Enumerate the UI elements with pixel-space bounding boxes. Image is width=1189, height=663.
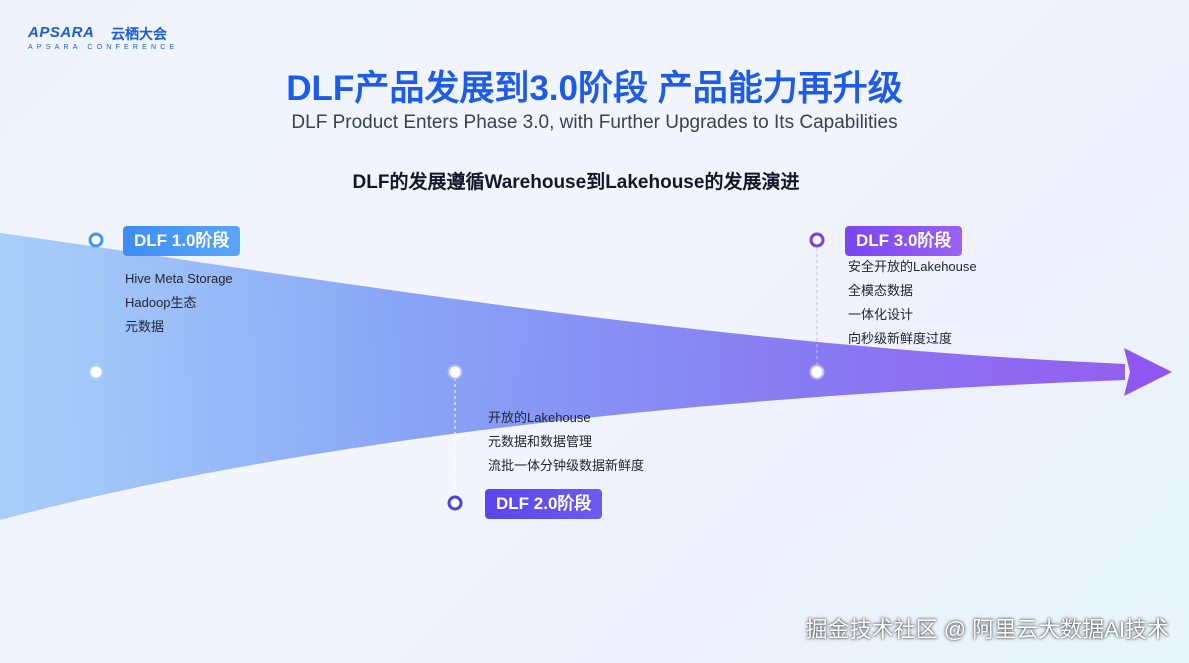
stage-2-feature: 元数据和数据管理 — [488, 434, 593, 449]
stage-3-feature: 安全开放的Lakehouse — [848, 259, 977, 274]
axis-node-1 — [88, 364, 104, 380]
stage-marker-3 — [809, 232, 825, 248]
apsara-logo-subtitle: APSARA CONFERENCE — [28, 44, 179, 51]
page-title: DLF产品发展到3.0阶段 产品能力再升级 — [286, 69, 903, 108]
stage-3-features: 安全开放的Lakehouse 全模态数据 一体化设计 向秒级新鲜度过度 — [848, 255, 977, 351]
apsara-logo: APSARA — [28, 24, 95, 41]
stage-2-badge: DLF 2.0阶段 — [485, 489, 603, 519]
axis-node-3 — [809, 364, 825, 380]
diagram-intro: DLF的发展遵循Warehouse到Lakehouse的发展演进 — [352, 172, 800, 193]
stage-2-feature: 开放的Lakehouse — [488, 410, 591, 425]
stage-3-feature: 一体化设计 — [848, 307, 914, 322]
arrow-head — [1124, 348, 1172, 396]
stage-marker-2 — [447, 495, 463, 511]
funnel-shape — [0, 233, 1125, 520]
stage-1-features: Hive Meta Storage Hadoop生态 元数据 — [125, 267, 233, 339]
stage-marker-1 — [88, 232, 104, 248]
stage-1-feature: 元数据 — [125, 319, 165, 334]
stage-3-feature: 向秒级新鲜度过度 — [848, 331, 953, 346]
stage-1-badge: DLF 1.0阶段 — [123, 226, 241, 256]
stage-1-feature: Hadoop生态 — [125, 295, 197, 310]
apsara-logo-cn: 云栖大会 — [111, 26, 167, 42]
page-subtitle: DLF Product Enters Phase 3.0, with Furth… — [291, 112, 898, 133]
axis-node-2 — [447, 364, 463, 380]
stage-2-feature: 流批一体分钟级数据新鲜度 — [488, 458, 645, 473]
stage-1-feature: Hive Meta Storage — [125, 271, 233, 286]
watermark: 掘金技术社区 @ 阿里云大数据AI技术 — [805, 617, 1169, 642]
stage-3-feature: 全模态数据 — [848, 283, 914, 298]
stage-2-features: 开放的Lakehouse 元数据和数据管理 流批一体分钟级数据新鲜度 — [488, 406, 644, 478]
stage-3-badge: DLF 3.0阶段 — [845, 226, 963, 256]
